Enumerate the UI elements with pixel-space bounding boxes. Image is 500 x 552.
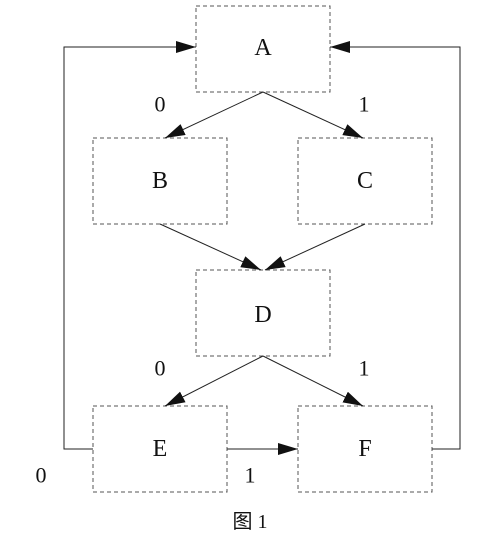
node-b-label: B <box>152 168 168 194</box>
node-c: C <box>297 137 433 225</box>
edge-f-to-a <box>330 41 461 450</box>
node-f: F <box>297 405 433 493</box>
edge-e-to-a <box>63 41 196 450</box>
node-c-box <box>297 137 433 225</box>
edge-label-e-to-f: 1 <box>245 463 256 488</box>
node-a-box <box>195 5 331 93</box>
node-e-box <box>92 405 228 493</box>
edge-d-to-f <box>262 355 364 407</box>
node-f-label: F <box>358 436 371 462</box>
edge-label-e-to-a: 0 <box>36 463 47 488</box>
edge-d-to-e <box>164 355 264 407</box>
edge-label-d-to-e: 0 <box>155 356 166 381</box>
edge-b-to-d <box>159 223 262 271</box>
edge-a-to-c <box>262 91 364 139</box>
node-e: E <box>92 405 228 493</box>
edge-a-to-b <box>164 91 264 139</box>
edge-label-a-to-c: 1 <box>359 92 370 117</box>
edge-label-d-to-f: 1 <box>359 356 370 381</box>
node-d-box <box>195 269 331 357</box>
node-c-label: C <box>357 168 373 194</box>
node-b: B <box>92 137 228 225</box>
node-a-label: A <box>254 35 272 61</box>
node-b-box <box>92 137 228 225</box>
figure-caption: 图 1 <box>233 511 268 533</box>
node-d: D <box>195 269 331 357</box>
edge-c-to-d <box>264 223 366 271</box>
node-d-label: D <box>254 302 271 328</box>
node-e-label: E <box>153 436 168 462</box>
node-a: A <box>195 5 331 93</box>
edge-label-a-to-b: 0 <box>155 92 166 117</box>
